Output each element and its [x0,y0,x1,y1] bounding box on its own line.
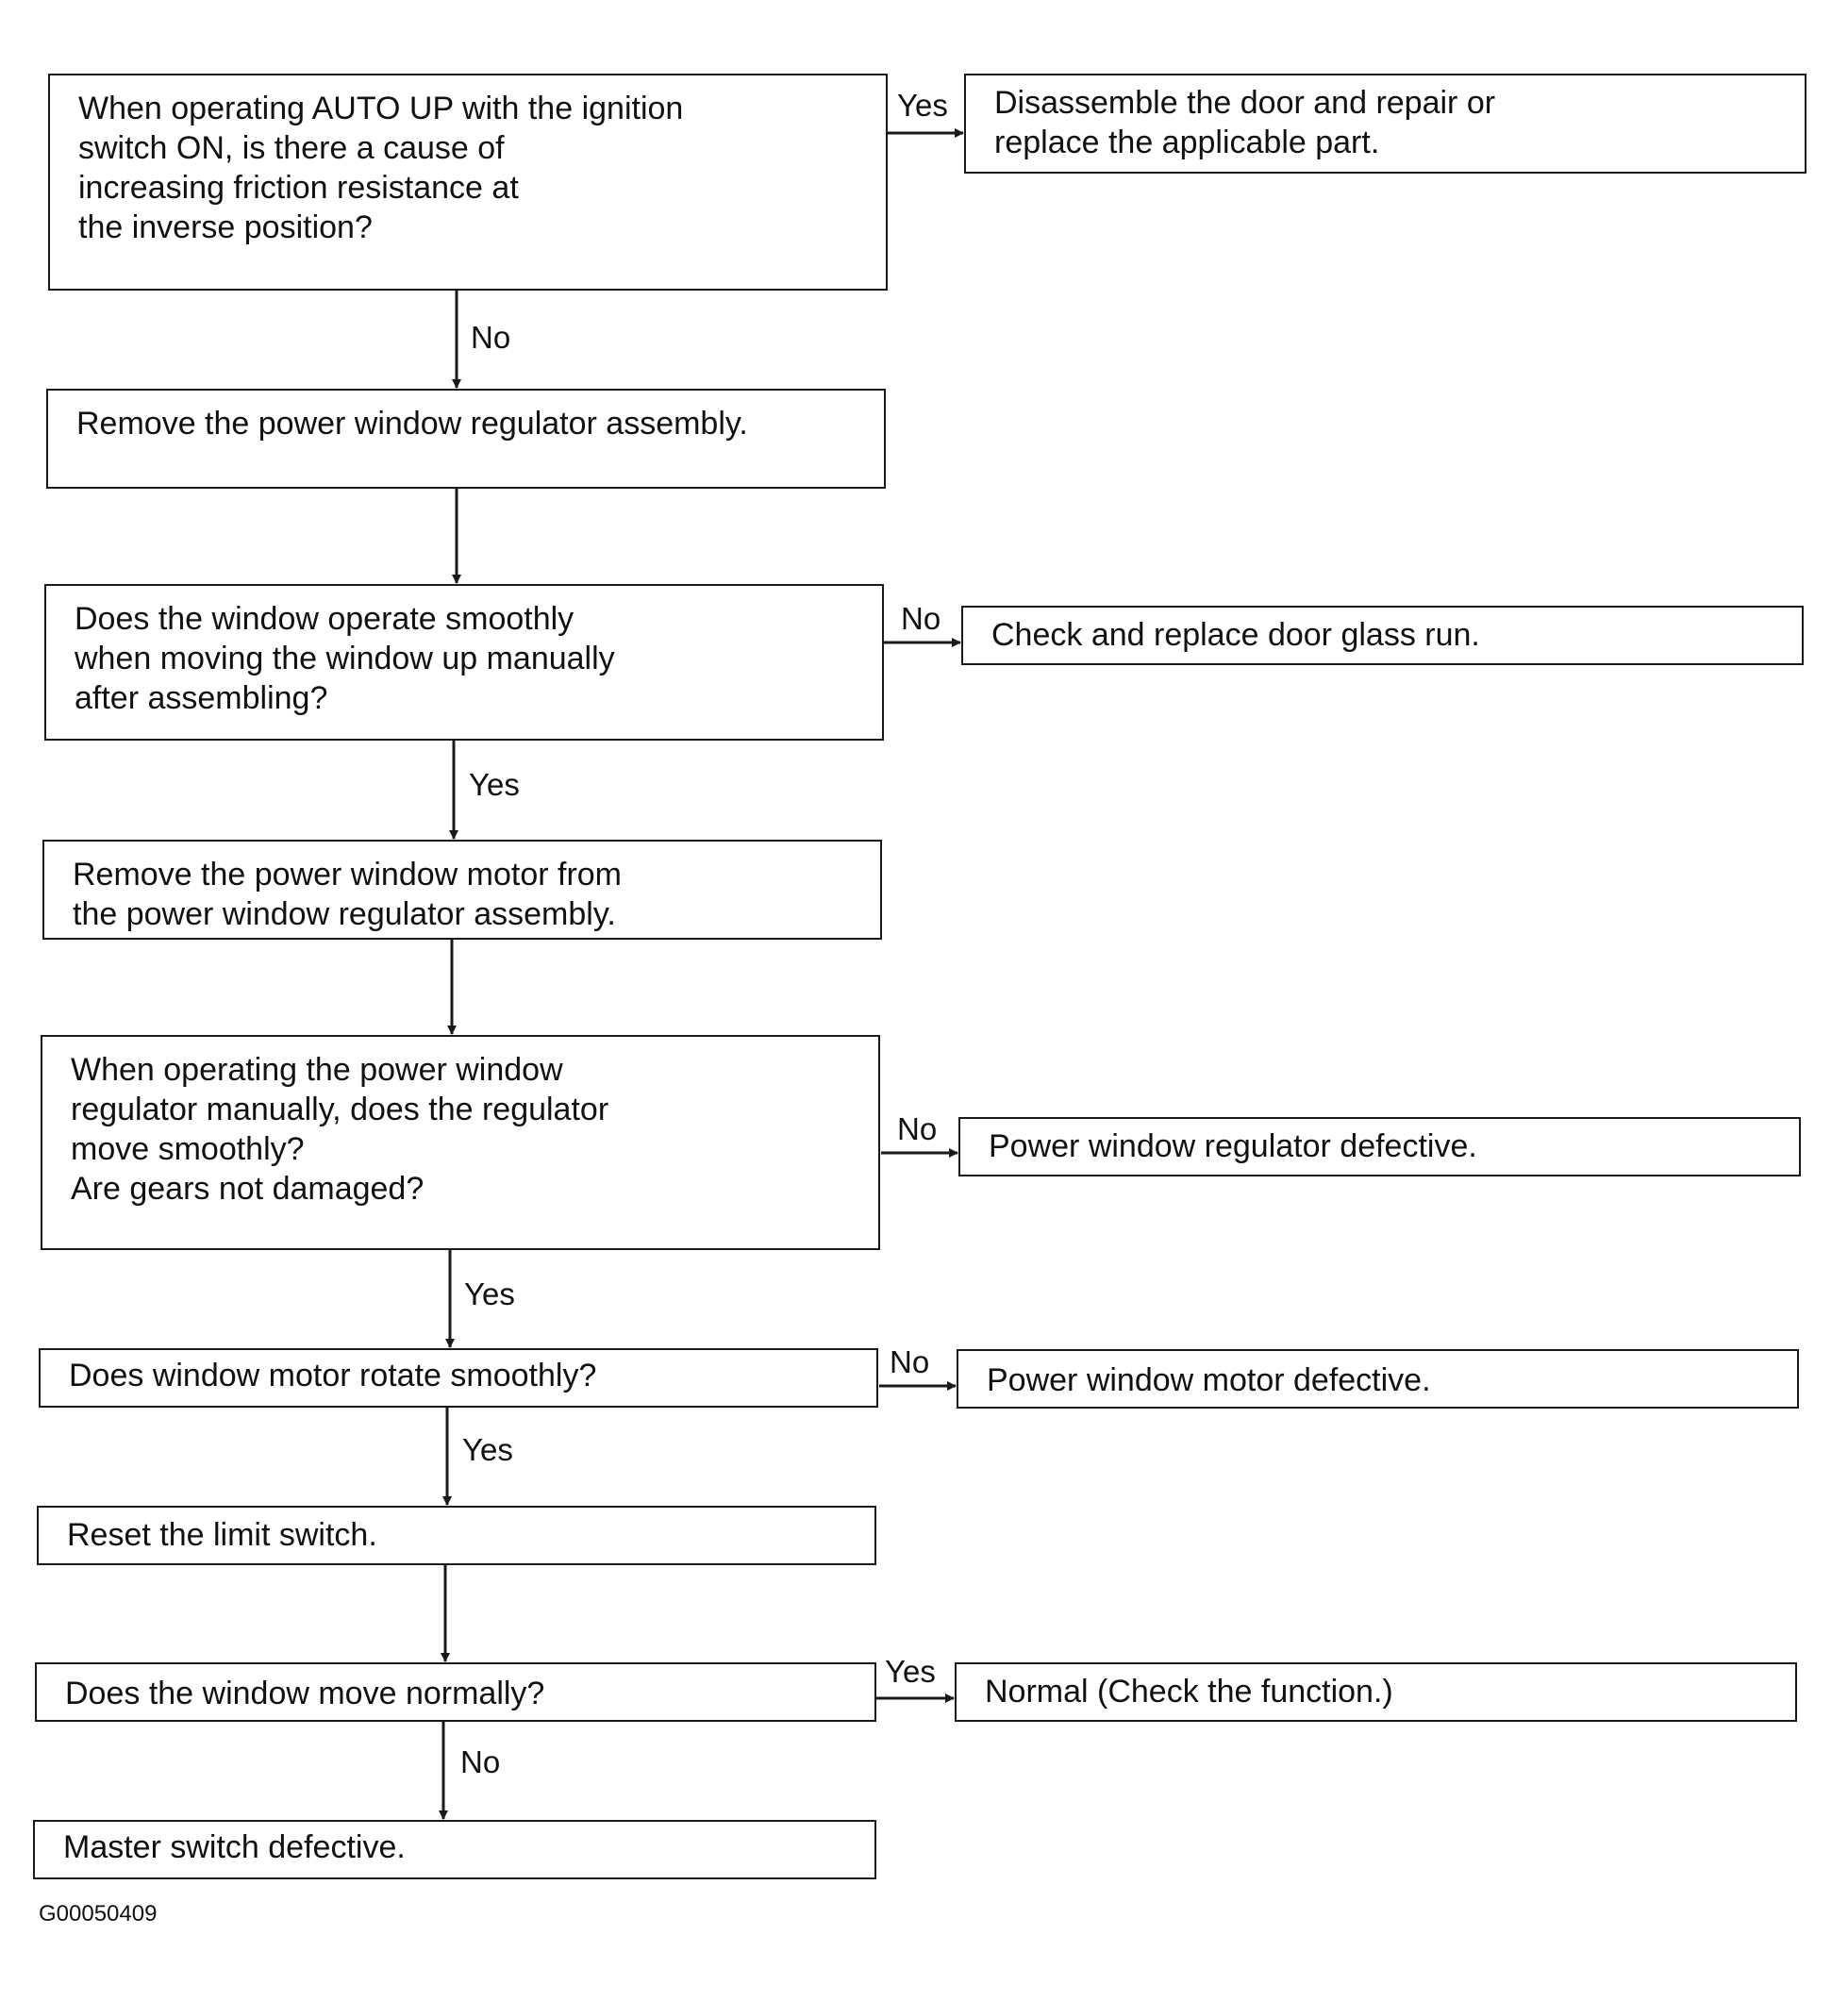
step-q8-box: Does the window move normally? [35,1662,876,1722]
label-q1-yes: Yes [897,88,948,123]
step-s7-line-1: Reset the limit switch. [67,1517,377,1553]
step-s4-line-2: the power window regulator assembly. [73,896,616,932]
step-s4-line-1: Remove the power window motor from [73,857,623,893]
step-q1-box: When operating AUTO UP with the ignition… [48,74,888,291]
result-r1-line-2: replace the applicable part. [994,125,1380,160]
figure-code: G00050409 [39,1901,158,1927]
step-q3-box: Does the window operate smoothly when mo… [44,584,884,741]
result-r6-line-1: Power window motor defective. [987,1362,1431,1398]
step-q5-line-4: Are gears not damaged? [71,1171,425,1207]
step-s7-box: Reset the limit switch. [37,1506,876,1565]
step-q5-line-2: regulator manually, does the regulator [71,1092,609,1127]
label-q3-yes: Yes [469,767,520,802]
step-s2-line-1: Remove the power window regulator assemb… [76,406,748,442]
step-q3-line-3: after assembling? [75,680,328,716]
label-q5-no: No [897,1111,938,1146]
result-r1-line-1: Disassemble the door and repair or [994,85,1496,121]
label-q8-yes: Yes [885,1654,936,1689]
step-q3-line-2: when moving the window up manually [75,641,615,676]
step-s4-box: Remove the power window motor from the p… [42,840,882,940]
label-q6-no: No [890,1344,930,1379]
result-r8-box: Normal (Check the function.) [955,1662,1797,1722]
label-q3-no: No [901,601,941,636]
result-r5-line-1: Power window regulator defective. [989,1128,1477,1164]
result-r3-box: Check and replace door glass run. [961,606,1804,665]
result-r3-line-1: Check and replace door glass run. [991,617,1480,653]
label-q1-no: No [471,320,511,355]
step-q5-line-3: move smoothly? [71,1131,305,1167]
step-q1-line-1: When operating AUTO UP with the ignition [78,91,684,126]
result-r1-box: Disassemble the door and repair or repla… [964,74,1806,174]
step-q6-line-1: Does window motor rotate smoothly? [69,1358,597,1393]
step-q3-line-1: Does the window operate smoothly [75,601,574,637]
step-s2-box: Remove the power window regulator assemb… [46,389,886,489]
step-q1-line-4: the inverse position? [78,209,373,245]
step-q8-line-1: Does the window move normally? [65,1676,545,1711]
step-q1-line-3: increasing friction resistance at [78,170,519,206]
result-r5-box: Power window regulator defective. [958,1117,1801,1176]
label-q8-no: No [460,1744,501,1779]
step-q5-box: When operating the power window regulato… [41,1035,880,1250]
step-s9-line-1: Master switch defective. [63,1829,406,1865]
label-q6-yes: Yes [462,1432,513,1467]
step-q6-box: Does window motor rotate smoothly? [39,1348,878,1408]
step-q1-line-2: switch ON, is there a cause of [78,130,505,166]
result-r6-box: Power window motor defective. [957,1349,1799,1409]
step-q5-line-1: When operating the power window [71,1052,563,1088]
result-r8-line-1: Normal (Check the function.) [985,1674,1393,1710]
step-s9-box: Master switch defective. [33,1820,876,1879]
label-q5-yes: Yes [464,1276,515,1311]
